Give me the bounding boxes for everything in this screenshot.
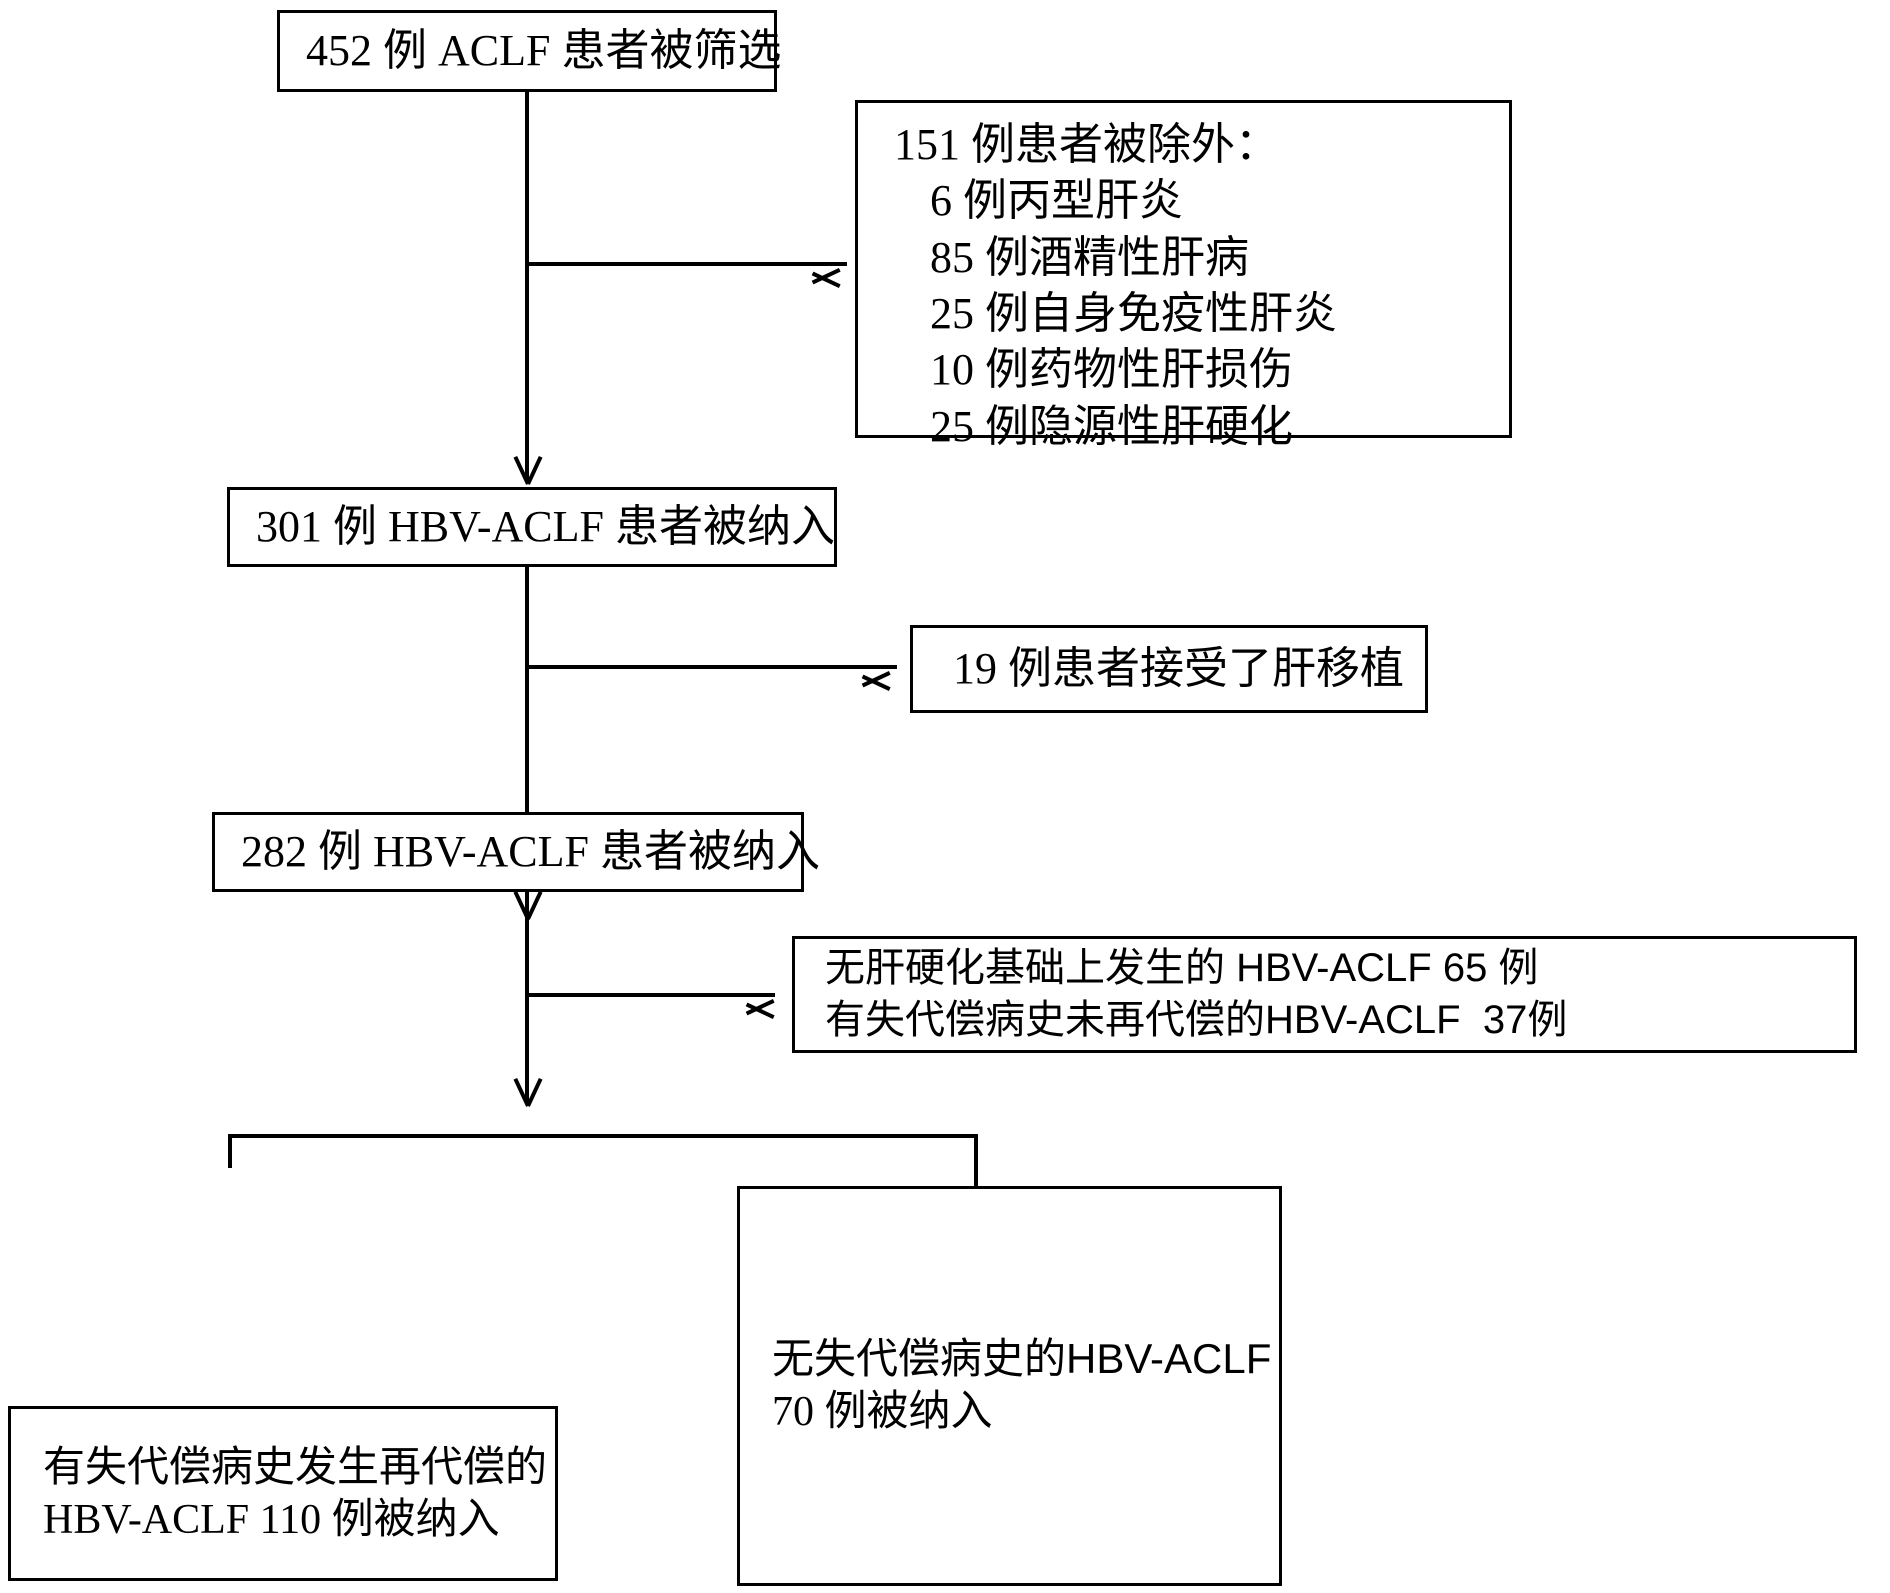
connector-enrolled282-trunk bbox=[525, 892, 529, 1102]
node-excluded-item-4: 25 例隐源性肝硬化 bbox=[930, 401, 1293, 451]
node-group-no-decomp-line1: 无失代偿病史的HBV-ACLF bbox=[772, 1335, 1272, 1383]
node-excluded-item-1: 85 例酒精性肝病 bbox=[930, 232, 1249, 282]
connector-enrolled301-trunk bbox=[525, 567, 529, 915]
connector-split-bus bbox=[228, 1134, 978, 1138]
node-excluded-item-3: 10 例药物性肝损伤 bbox=[930, 345, 1293, 395]
node-transplant: 19 例患者接受了肝移植 bbox=[910, 625, 1428, 713]
node-excluded-header: 151 例患者被除外： bbox=[894, 120, 1279, 169]
node-group-recompensated-line2: HBV-ACLF 110 例被纳入 bbox=[43, 1496, 500, 1543]
connector-screened-to-excluded bbox=[525, 262, 847, 266]
connector-screened-trunk bbox=[525, 92, 529, 480]
node-enrolled282-text: 282 例 HBV-ACLF 患者被纳入 bbox=[241, 826, 820, 876]
node-group-recompensated-line1: 有失代偿病史发生再代偿的 bbox=[43, 1442, 548, 1490]
node-excluded: 151 例患者被除外： 6 例丙型肝炎 85 例酒精性肝病 25 例自身免疫性肝… bbox=[855, 100, 1512, 451]
node-excluded-item-2: 25 例自身免疫性肝炎 bbox=[930, 288, 1337, 338]
node-excluded-item-0: 6 例丙型肝炎 bbox=[930, 176, 1183, 226]
node-enrolled301-text: 301 例 HBV-ACLF 患者被纳入 bbox=[256, 501, 835, 551]
node-screened-text: 452 例 ACLF 患者被筛选 bbox=[306, 25, 782, 75]
connector-enrolled301-to-transplant bbox=[525, 665, 897, 669]
node-group-no-decomp: 无失代偿病史的HBV-ACLF 70 例被纳入 bbox=[737, 1186, 1282, 1586]
node-group-no-decomp-line2: 70 例被纳入 bbox=[772, 1389, 993, 1435]
node-group-recompensated: 有失代偿病史发生再代偿的 HBV-ACLF 110 例被纳入 bbox=[8, 1406, 558, 1581]
node-enrolled301: 301 例 HBV-ACLF 患者被纳入 bbox=[227, 487, 837, 567]
connector-split-left-drop bbox=[228, 1134, 232, 1168]
node-enrolled282: 282 例 HBV-ACLF 患者被纳入 bbox=[212, 812, 820, 892]
node-excluded-cirrhosis: 无肝硬化基础上发生的 HBV-ACLF 65 例 有失代偿病史未再代偿的HBV-… bbox=[792, 936, 1857, 1053]
node-transplant-text: 19 例患者接受了肝移植 bbox=[953, 643, 1404, 693]
node-excluded-cirrhosis-line1: 无肝硬化基础上发生的 HBV-ACLF 65 例 bbox=[825, 946, 1539, 991]
node-screened: 452 例 ACLF 患者被筛选 bbox=[277, 10, 782, 92]
connector-split-right-drop bbox=[974, 1134, 978, 1186]
connector-enrolled282-to-cirrhosis bbox=[525, 993, 775, 997]
node-excluded-cirrhosis-line2: 有失代偿病史未再代偿的HBV-ACLF 37例 bbox=[825, 997, 1568, 1042]
